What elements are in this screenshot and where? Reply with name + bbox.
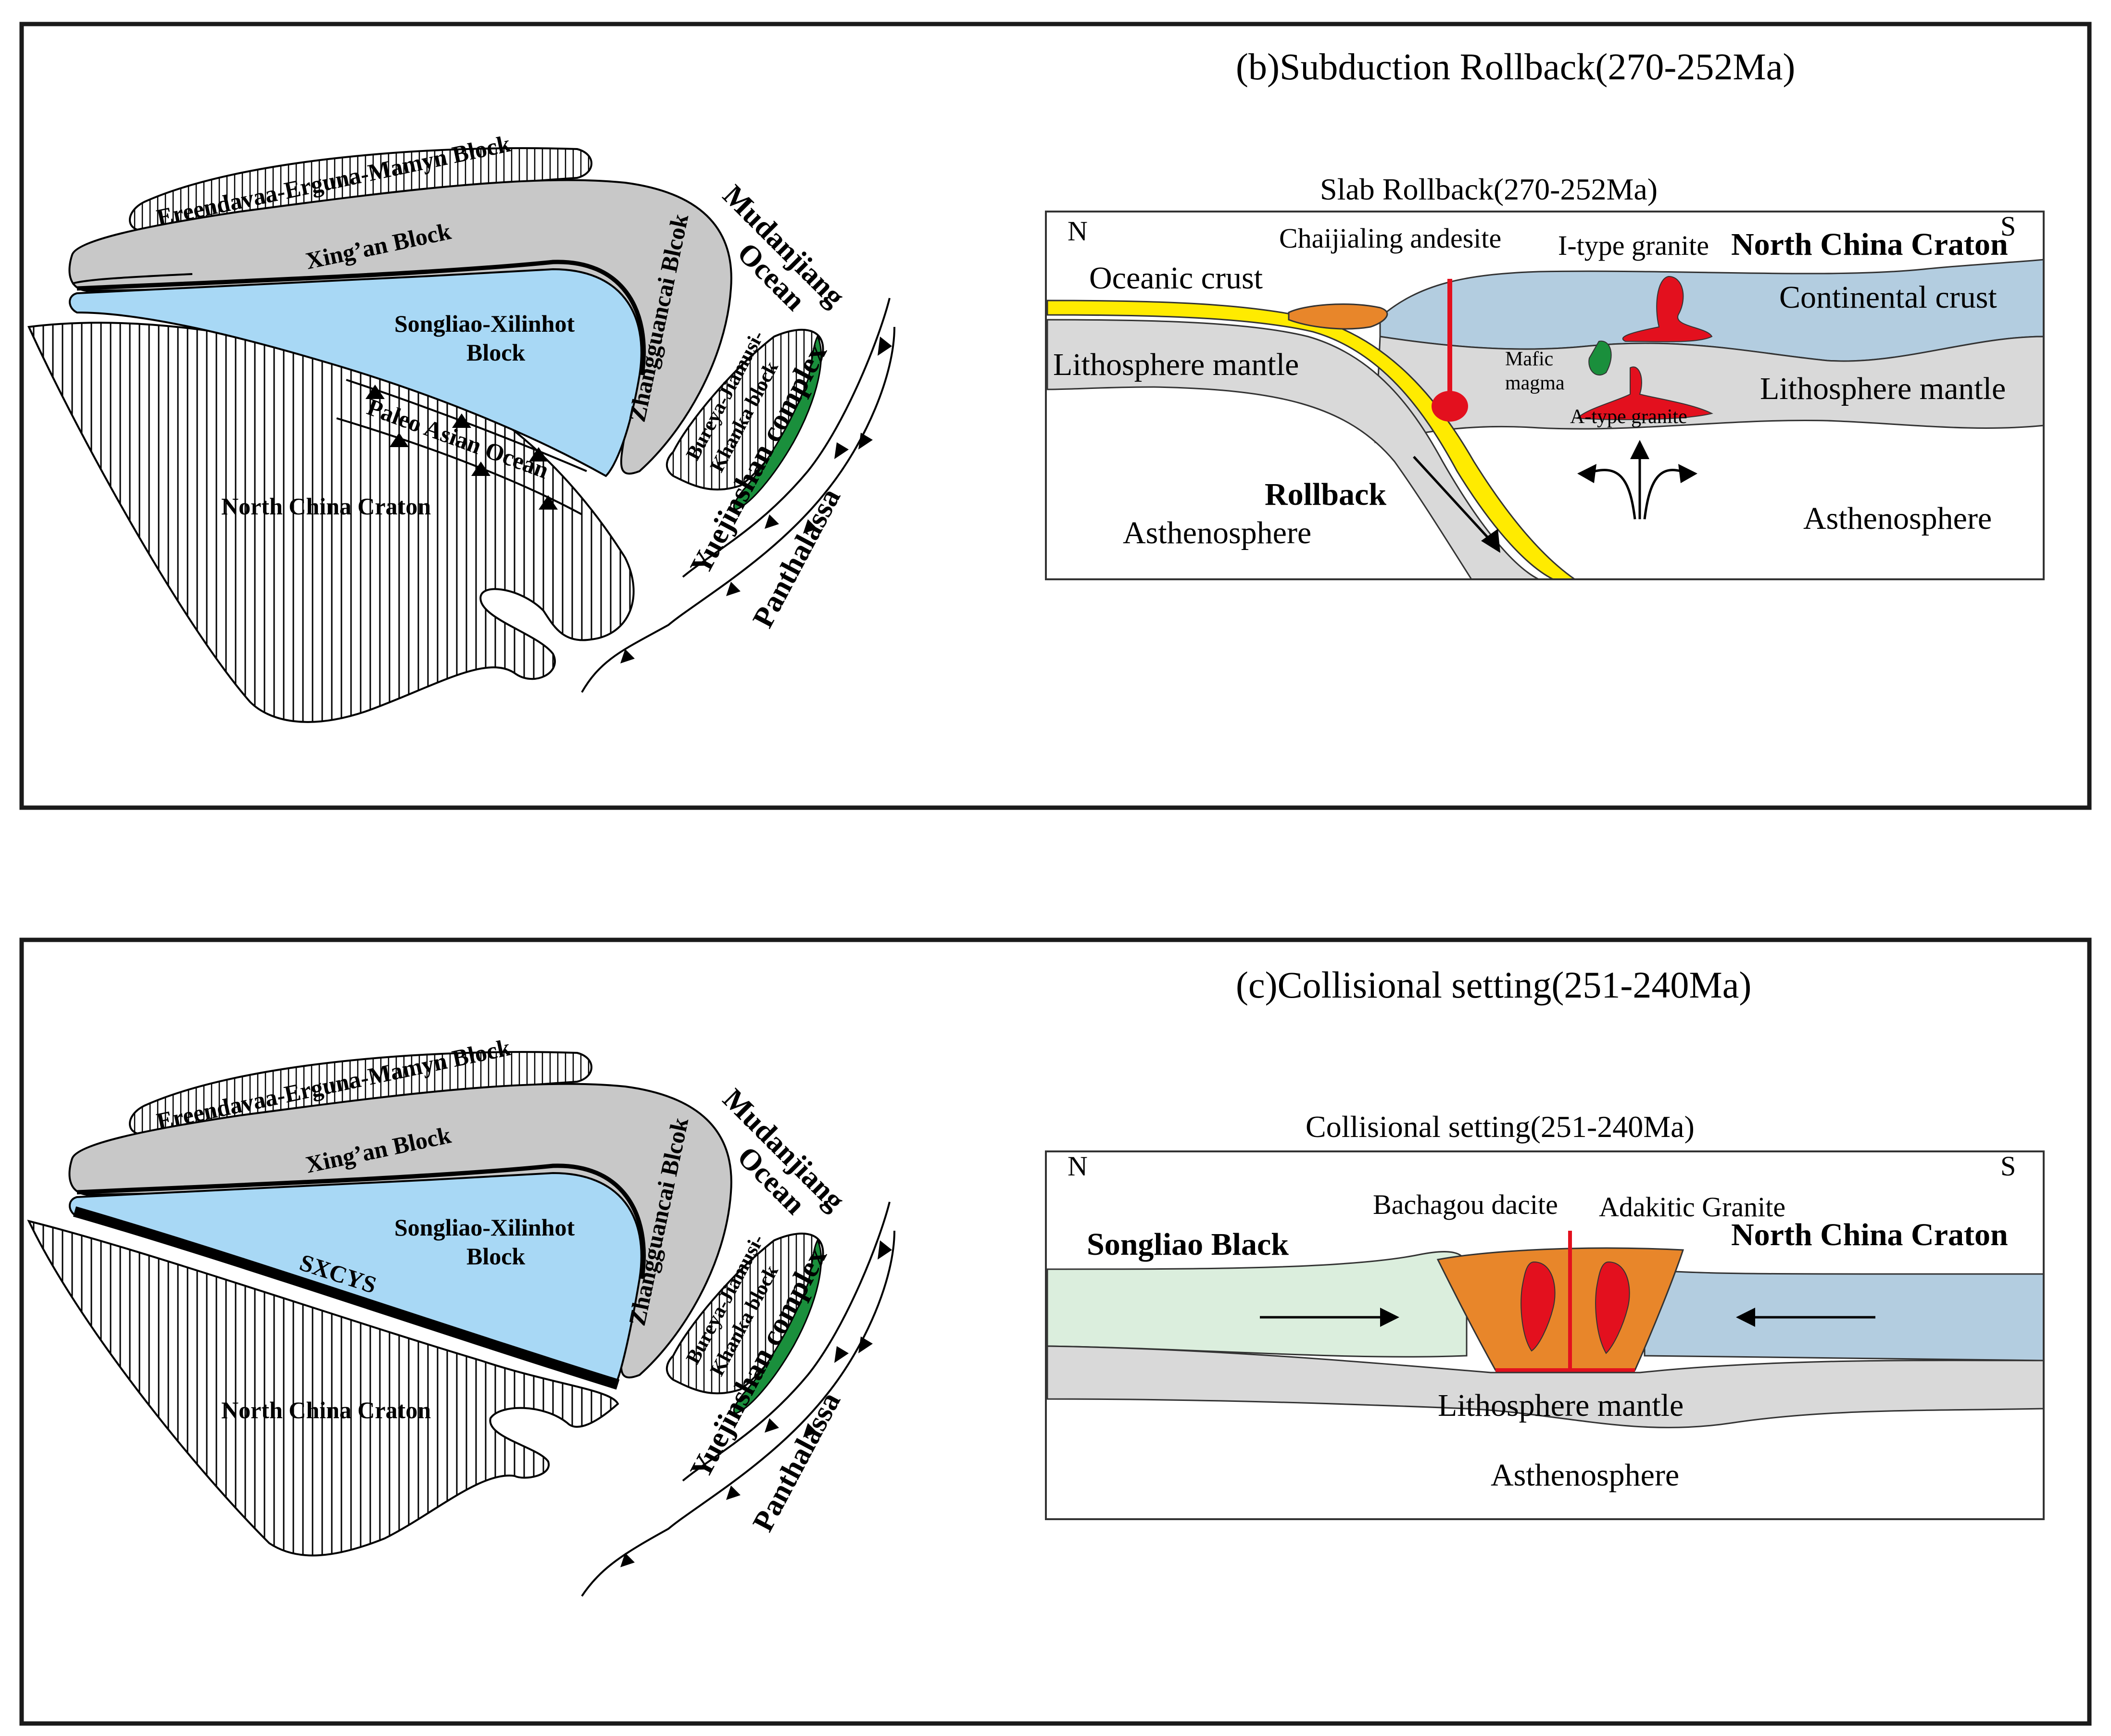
north-china-craton-region-c: [27, 1220, 619, 1557]
litho-mantle-left-region: [1046, 319, 1539, 580]
map-c-ncc-label: North China Craton: [221, 1397, 431, 1424]
mafic-magma-green: [1588, 340, 1612, 376]
chaijialing-label: Chaijialing andesite: [1279, 223, 1501, 254]
astheno-left-label: Asthenosphere: [1123, 515, 1311, 550]
ncc-crust-region: [1644, 1268, 2045, 1361]
subduction-line-upper: [346, 379, 587, 472]
panel-c-section: N S Bachagou dacite Adakitic Granite Son…: [1045, 1150, 2045, 1520]
panel-c-frame: [19, 937, 2092, 1726]
map-b-songliao-label-1: Songliao-Xilinhot: [394, 310, 575, 337]
astheno-right-label: Asthenosphere: [1803, 501, 1992, 536]
panel-b-frame: [19, 22, 2092, 810]
chaijialing-andesite: [1288, 303, 1388, 330]
atype-label: A-type granite: [1570, 406, 1687, 428]
songliao-xilinhot-region: [69, 268, 642, 477]
trench-teeth: [620, 337, 892, 663]
panel-b-section-title: Slab Rollback(270-252Ma): [1320, 172, 1658, 206]
panel-b-section: N S Oceanic crust Chaijialing andesite I…: [1045, 211, 2045, 580]
section-b-ncc-label: North China Craton: [1731, 227, 2008, 262]
section-b-frame: [1045, 211, 2045, 580]
trench-line-inner-c: [682, 1201, 891, 1482]
map-b-panthalassa-label: Panthalassa: [746, 483, 847, 633]
panel-b-map: Ereendavaa-Erguna-Mamyn Block Xing’an Bl…: [27, 130, 895, 723]
magma-chamber-left: [1432, 391, 1468, 422]
adakitic-label: Adakitic Granite: [1599, 1191, 1785, 1223]
xingan-gray-divider: [72, 273, 193, 285]
panel-b: Ereendavaa-Erguna-Mamyn Block Xing’an Bl…: [19, 22, 2092, 810]
panel-b-title: (b)Subduction Rollback(270-252Ma): [1236, 46, 1795, 87]
upwelling-arrowheads: [1577, 440, 1697, 483]
map-c-songliao-label-1: Songliao-Xilinhot: [394, 1214, 575, 1241]
panel-c-section-title: Collisional setting(251-240Ma): [1306, 1110, 1695, 1144]
itype-label: I-type granite: [1558, 230, 1709, 261]
litho-mantle-region-c: [1046, 1345, 2045, 1428]
mafic-label-2: magma: [1505, 372, 1565, 394]
a-type-granite: [1576, 366, 1713, 420]
upwelling-arrows: [1586, 450, 1688, 520]
litho-right-label: Lithosphere mantle: [1760, 371, 2006, 406]
rollback-arrowhead: [1481, 529, 1500, 553]
green-strip-c: [733, 1238, 822, 1414]
arrow-left-head: [1736, 1308, 1755, 1327]
trench-line-outer-c: [581, 1230, 895, 1597]
section-c-ncc-label: North China Craton: [1731, 1217, 2008, 1252]
bachagou-label: Bachagou dacite: [1373, 1189, 1558, 1220]
rollback-label: Rollback: [1265, 477, 1386, 512]
continental-crust-label: Continental crust: [1779, 280, 1997, 315]
section-c-n-label: N: [1068, 1150, 1088, 1182]
xingan-thick-boundary-c: [76, 1163, 646, 1279]
map-c-songliao-label-2: Block: [466, 1243, 525, 1270]
xingan-thick-boundary: [76, 260, 646, 375]
litho-label-c: Lithosphere mantle: [1438, 1388, 1684, 1423]
panel-c: Ereendavaa-Erguna-Mamyn Block Xing’an Bl…: [19, 937, 2092, 1726]
sxcys-suture: [73, 1206, 620, 1390]
mafic-label-1: Mafic: [1505, 348, 1553, 370]
subduction-line-lower: [336, 417, 582, 515]
section-b-n-label: N: [1068, 215, 1088, 247]
subduction-teeth: [365, 385, 558, 510]
adakitic-granite-right: [1595, 1261, 1630, 1354]
trench-teeth-c: [620, 1240, 892, 1567]
green-strip: [733, 335, 822, 511]
section-c-s-label: S: [2000, 1150, 2016, 1182]
arrow-right-head: [1380, 1308, 1399, 1327]
i-type-granite: [1622, 275, 1713, 342]
adakitic-granite-left: [1520, 1261, 1556, 1352]
rollback-arrow-line: [1413, 456, 1494, 544]
map-b-songliao-label-2: Block: [466, 339, 525, 366]
map-b-ncc-label: North China Craton: [221, 493, 431, 520]
trench-line-inner: [682, 298, 891, 578]
panel-c-map: Ereendavaa-Erguna-Mamyn Block Xing’an Bl…: [27, 1034, 895, 1597]
section-c-frame: [1045, 1150, 2045, 1520]
panel-c-title: (c)Collisional setting(251-240Ma): [1236, 964, 1751, 1006]
astheno-label-c: Asthenosphere: [1491, 1458, 1679, 1493]
songliao-label: Songliao Black: [1087, 1227, 1289, 1262]
map-c-panthalassa-label: Panthalassa: [746, 1387, 847, 1537]
litho-left-label: Lithosphere mantle: [1053, 347, 1299, 382]
section-b-s-label: S: [2000, 211, 2016, 242]
trench-line-outer: [581, 326, 895, 693]
oceanic-crust-label: Oceanic crust: [1089, 261, 1263, 296]
